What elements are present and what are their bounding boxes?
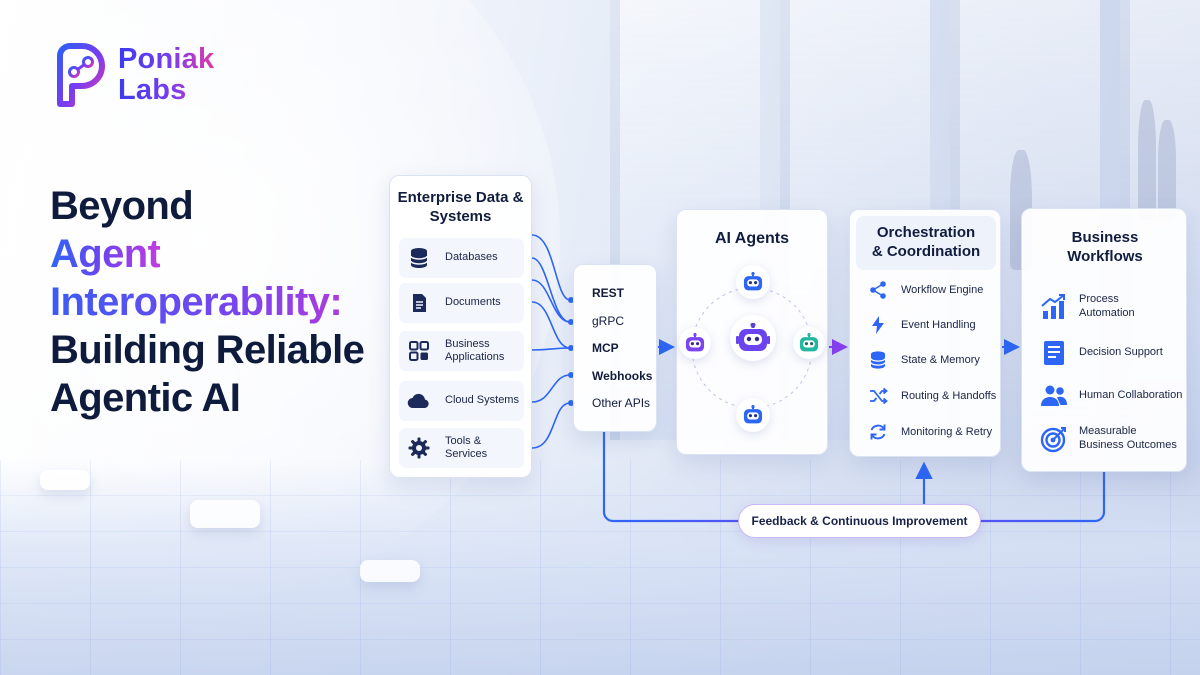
agent-right: [793, 327, 825, 359]
brand-name-line1: Poniak: [118, 43, 215, 75]
agent-top: [736, 265, 770, 299]
orch-item-workflow-engine: Workflow Engine: [868, 280, 983, 300]
biz-item-human-collaboration: Human Collaboration: [1040, 382, 1182, 410]
orchestration-panel-title: Orchestration & Coordination: [871, 224, 981, 260]
robot-icon: [743, 272, 763, 291]
enterprise-item-documents: Documents: [399, 283, 524, 323]
api-item-webhooks: Webhooks: [592, 369, 653, 383]
connector-documents: [531, 279, 571, 323]
api-item-mcp: MCP: [592, 341, 619, 355]
robot-icon: [799, 333, 819, 352]
shuffle-icon: [870, 387, 888, 405]
share-nodes-icon: [870, 281, 886, 299]
api-item-other-apis: Other APIs: [592, 396, 651, 410]
orch-item-label: Workflow Engine: [901, 284, 984, 296]
logo-mark-icon: [57, 43, 105, 107]
connector-cloud: [531, 374, 571, 403]
database-icon: [870, 351, 886, 369]
headline-line-4: Building Reliable: [50, 328, 365, 372]
biz-item-measurable-outcomes: Measurable Business Outcomes: [1040, 425, 1179, 453]
connector-apps: [531, 347, 571, 351]
lightning-icon: [872, 316, 884, 334]
connector-tools: [531, 402, 571, 449]
agents-panel-title: AI Agents: [714, 230, 790, 247]
headline-line-5: Agentic AI: [50, 376, 241, 420]
orch-item-label: Event Handling: [901, 319, 976, 331]
people-icon: [1041, 385, 1067, 406]
robot-icon: [685, 333, 705, 352]
enterprise-item-cloud: Cloud Systems: [399, 381, 524, 421]
orch-item-label: Monitoring & Retry: [901, 426, 993, 438]
enterprise-item-tools: Tools & Services: [399, 428, 524, 468]
biz-item-label: Process Automation: [1079, 293, 1135, 319]
ai-agents-panel: AI Agents: [676, 209, 828, 455]
biz-item-decision-support: Decision Support: [1040, 339, 1163, 367]
orch-item-label: State & Memory: [901, 354, 980, 366]
central-agent: [730, 315, 776, 361]
biz-item-label: Decision Support: [1079, 346, 1163, 359]
biz-item-label: Measurable Business Outcomes: [1079, 425, 1177, 451]
headline-line-2: Agent: [50, 232, 161, 276]
enterprise-data-panel: Enterprise Data & Systems Databases Docu…: [389, 175, 532, 478]
api-item-rest: REST: [592, 286, 625, 300]
growth-chart-icon: [1041, 294, 1065, 319]
robot-icon: [743, 405, 763, 424]
orch-item-state-memory: State & Memory: [868, 350, 980, 370]
orchestration-header: Orchestration & Coordination: [856, 216, 996, 270]
headline: Beyond Agent Interoperability: Building …: [50, 182, 365, 422]
biz-item-process-automation: Process Automation: [1040, 293, 1139, 321]
connector-documents-2: [531, 301, 571, 349]
brand-name-line2: Labs: [118, 76, 214, 105]
orch-item-monitoring: Monitoring & Retry: [868, 422, 992, 442]
api-item-grpc: gRPC: [592, 314, 625, 328]
enterprise-item-label: Databases: [445, 251, 498, 264]
enterprise-panel-title: Enterprise Data & Systems: [397, 189, 524, 225]
api-protocols-panel: REST gRPC MCP Webhooks Other APIs: [573, 264, 657, 432]
robot-icon: [736, 323, 770, 351]
cloud-icon: [407, 393, 429, 409]
feedback-loop-label: Feedback & Continuous Improvement: [738, 504, 981, 538]
refresh-icon: [870, 424, 886, 440]
document-icon: [413, 294, 426, 312]
business-panel-title: Business Workflows: [1067, 229, 1143, 265]
database-icon: [410, 248, 428, 268]
enterprise-item-label: Business Applications: [445, 337, 505, 363]
orchestration-panel: Orchestration & Coordination Workflow En…: [849, 209, 1001, 457]
agent-bottom: [736, 398, 770, 432]
brand-logo: Poniak Labs: [52, 42, 214, 108]
enterprise-item-label: Tools & Services: [445, 434, 488, 460]
enterprise-item-label: Cloud Systems: [445, 394, 519, 407]
connector-databases-2: [531, 257, 571, 323]
business-workflows-panel: Business Workflows Process Automation De…: [1021, 208, 1187, 472]
connector-databases: [531, 234, 571, 301]
orch-item-label: Routing & Handoffs: [901, 390, 997, 402]
enterprise-item-business-apps: Business Applications: [399, 331, 524, 371]
enterprise-item-databases: Databases: [399, 238, 524, 278]
target-icon: [1040, 427, 1066, 453]
agent-left: [679, 327, 711, 359]
report-icon: [1044, 341, 1064, 365]
biz-item-label: Human Collaboration: [1079, 389, 1183, 402]
headline-line-3: Interoperability:: [50, 278, 364, 326]
headline-line-1: Beyond: [50, 184, 194, 228]
orch-item-routing: Routing & Handoffs: [868, 386, 996, 406]
orch-item-event-handling: Event Handling: [868, 315, 976, 335]
gear-icon: [408, 437, 430, 459]
enterprise-item-label: Documents: [445, 296, 501, 309]
apps-grid-icon: [409, 341, 429, 361]
